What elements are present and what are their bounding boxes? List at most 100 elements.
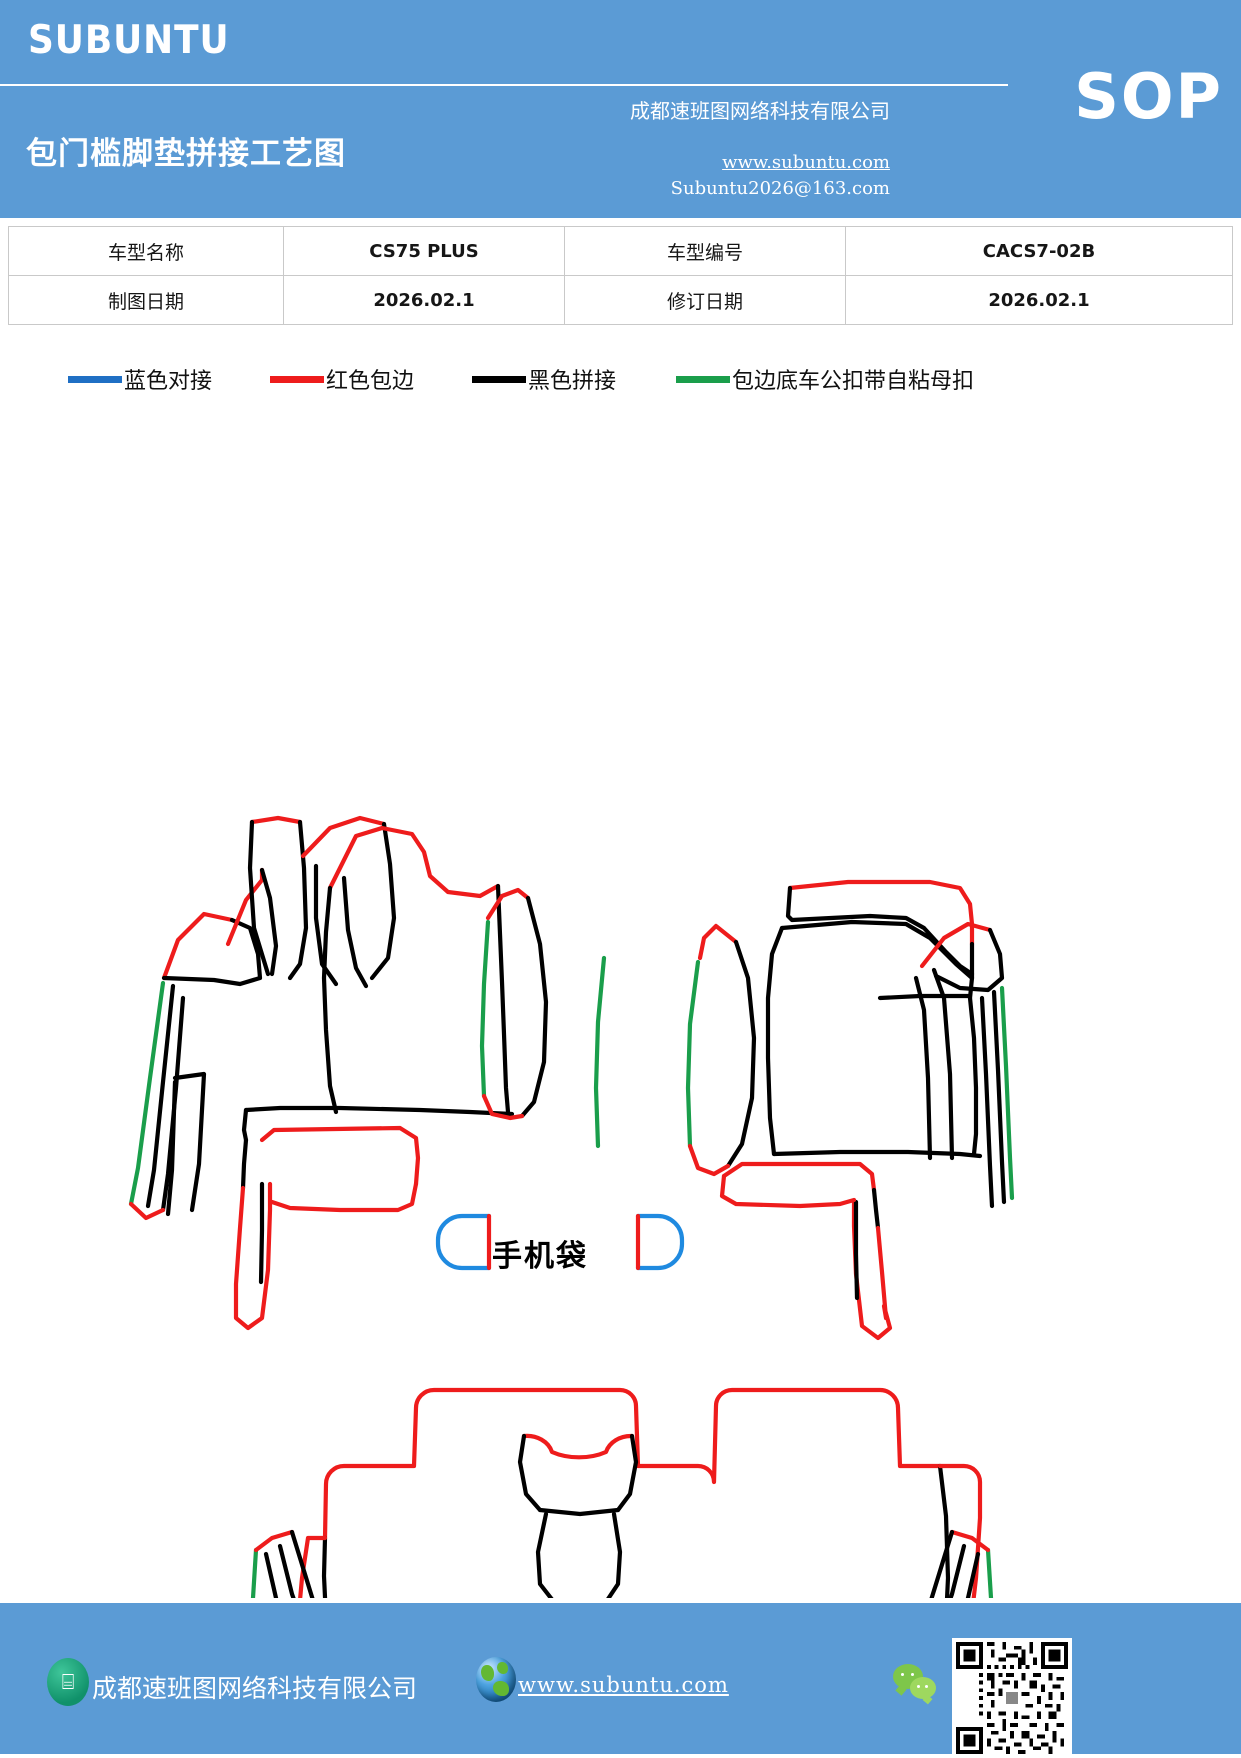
document-type-badge: SOP [1074, 60, 1223, 133]
right-heel-red-left [719, 1173, 857, 1209]
page-title: 包门槛脚垫拼接工艺图 [26, 136, 346, 172]
right-heel-black-right [871, 1187, 881, 1231]
rear-mat-red-leftside [298, 1535, 328, 1598]
rear-hump-red [521, 1433, 635, 1460]
right-sill-black-out [991, 989, 1007, 1205]
left-petal-5 [313, 863, 339, 987]
rear-hump-lower-left [535, 1511, 554, 1598]
legend-label-blue: 蓝色对接 [124, 369, 213, 394]
cell-revise-date-value: 2026.02.1 [845, 275, 1233, 325]
wechat-dot-1 [901, 1673, 904, 1676]
vehicle-info-table: 车型名称 CS75 PLUS 车型编号 CACS7-02B 制图日期 2026.… [8, 226, 1233, 325]
right-sill-green [999, 985, 1015, 1201]
header-divider [0, 84, 1008, 86]
rear-mat-red-rightside [937, 1463, 983, 1598]
front-right-mat-group [593, 879, 1015, 1341]
header-email: Subuntu2026@163.com [670, 178, 890, 199]
right-wing-red-bottom [687, 1143, 731, 1177]
cell-model-code-label: 车型编号 [564, 226, 846, 276]
legend-swatch-blue-icon [68, 375, 122, 383]
table-row: 车型名称 CS75 PLUS 车型编号 CACS7-02B [8, 226, 1233, 276]
rear-left-sill-black-a [289, 1529, 315, 1598]
mat-technical-drawing: 手机袋 [0, 398, 1241, 1598]
legend-label-black: 黑色拼接 [528, 369, 617, 394]
wechat-icon [893, 1664, 949, 1706]
left-main-black-right [495, 883, 511, 1115]
right-heel-black-in [853, 1199, 860, 1301]
left-heel-red-left [233, 1181, 273, 1331]
left-wing-red-bottom [481, 1093, 525, 1121]
wechat-dot-3 [917, 1685, 920, 1688]
legend-swatch-green-icon [676, 375, 730, 383]
right-sill-black-b [931, 967, 955, 1161]
phone-pocket-label: 手机袋 [492, 1239, 588, 1274]
rear-left-sill-green [250, 1547, 259, 1598]
legend-item-blue: 蓝色对接 [68, 358, 212, 400]
legend-swatch-black-icon [472, 375, 526, 383]
legend-label-green: 包边底车公扣带自粘母扣 [732, 369, 975, 394]
left-heel-red-right [269, 1181, 419, 1213]
brand-logo: SUBUNTU [28, 18, 230, 63]
left-main-red-top [327, 825, 501, 899]
wechat-dot-2 [911, 1673, 914, 1676]
left-wing-red-top [485, 887, 531, 921]
left-petal-6 [341, 875, 369, 989]
left-petal-3 [287, 819, 309, 981]
rear-mat-group [250, 1387, 994, 1598]
globe-land-1 [481, 1665, 494, 1681]
legend-item-black: 黑色拼接 [472, 358, 616, 400]
rear-right-sill-green [985, 1547, 994, 1598]
legend-label-red: 红色包边 [326, 369, 415, 394]
cell-draw-date-value: 2026.02.1 [283, 275, 565, 325]
left-petal-1 [259, 867, 279, 977]
left-heel-black-in [258, 1181, 265, 1285]
right-heel-red-right [851, 1199, 893, 1341]
globe-icon [476, 1657, 516, 1702]
left-heel-red [259, 1125, 421, 1187]
rear-hump-lower-right [606, 1511, 623, 1598]
phone-pocket-symbols [435, 1213, 685, 1271]
left-sill-green [128, 980, 166, 1207]
right-outer-green [593, 955, 607, 1149]
rear-right-sill-black-b [965, 1551, 981, 1598]
legend-item-red: 红色包边 [270, 358, 414, 400]
right-main-black-rightedge [967, 995, 979, 1157]
right-main-black-body [779, 919, 975, 981]
rear-hump-black-left [517, 1433, 543, 1513]
left-sill-black-inner [145, 983, 176, 1209]
header-website-link[interactable]: www.subuntu.com [722, 152, 890, 173]
legend: 蓝色对接 红色包边 黑色拼接 包边底车公扣带自粘母扣 [0, 358, 1241, 400]
legend-item-green: 包边底车公扣带自粘母扣 [676, 358, 974, 400]
rear-hump-black-right [615, 1433, 639, 1513]
right-wing-red-top [697, 923, 739, 961]
wechat-bubble-small [910, 1677, 936, 1699]
right-heel-red [721, 1161, 877, 1193]
left-sill-black-seg2 [172, 1071, 207, 1213]
rear-left-sill-black-c [277, 1543, 296, 1598]
left-sill-black-seg2b [165, 1079, 178, 1217]
wechat-dot-4 [925, 1685, 928, 1688]
left-main-black-left [321, 885, 339, 1115]
right-main-black-left [765, 925, 785, 1157]
globe-land-3 [493, 1681, 509, 1696]
right-main-red-top [787, 879, 975, 947]
rear-mat-black-rightwall [937, 1463, 951, 1598]
cell-model-code-value: CACS7-02B [845, 226, 1233, 276]
qr-code[interactable] [952, 1638, 1072, 1758]
left-flap-a-black [161, 917, 263, 987]
front-left-mat-group [128, 815, 549, 1331]
right-wing-black [725, 939, 757, 1169]
left-heel-black-left [240, 1137, 249, 1191]
right-main-black-bottom [771, 1149, 983, 1159]
right-flap-red [919, 921, 993, 969]
right-main-seamline [877, 993, 973, 1001]
cell-model-name-label: 车型名称 [8, 226, 284, 276]
left-wing-green [479, 919, 491, 1099]
legend-swatch-red-icon [270, 375, 324, 383]
pocket-right-blue [635, 1213, 685, 1271]
footer-company-name: 成都速班图网络科技有限公司 [92, 1674, 418, 1703]
left-wing-black [519, 895, 549, 1119]
wechat-bubble-large [893, 1664, 923, 1689]
footer-website-link[interactable]: www.subuntu.com [518, 1673, 729, 1697]
